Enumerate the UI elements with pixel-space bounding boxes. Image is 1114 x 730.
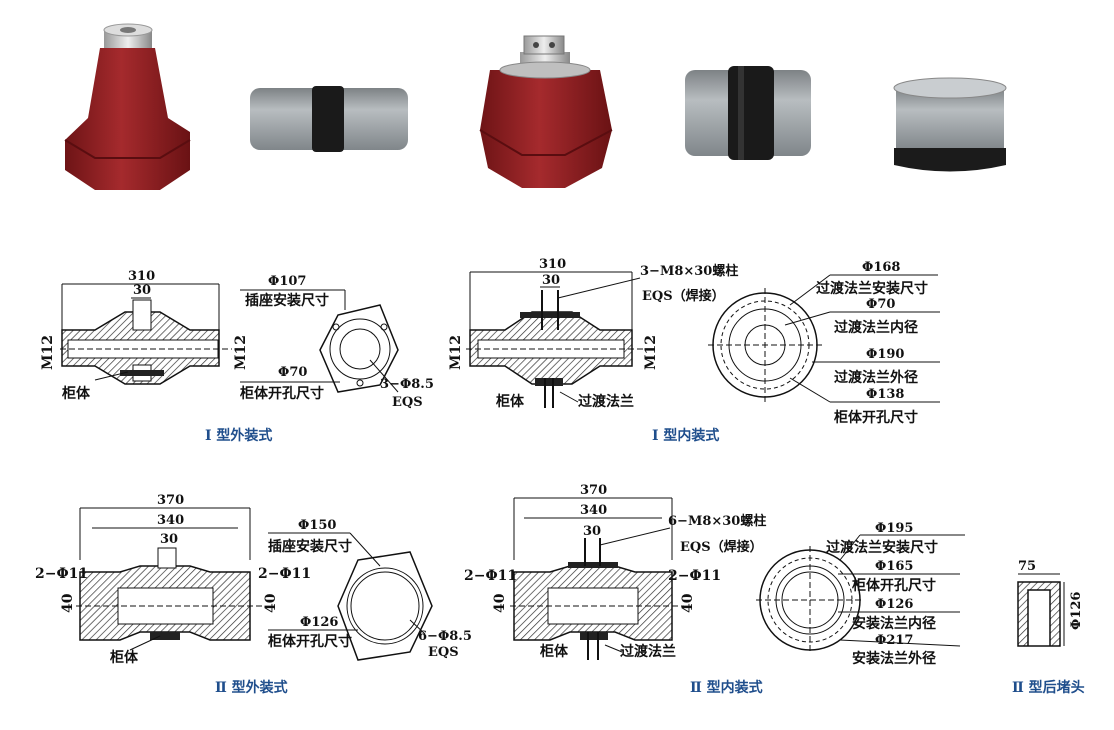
d2-m12-right: M12: [643, 335, 659, 370]
d2-flange-inner: 过渡法兰内径: [834, 319, 918, 336]
d3-cab-hole: 柜体开孔尺寸: [268, 633, 352, 650]
d3-h40-left: 40: [60, 593, 76, 613]
d4-caption: Ⅱ 型内装式: [690, 679, 763, 696]
d4-inst-outer: 安装法兰外径: [852, 650, 936, 667]
photo-grey-sleeve-thick-band: [685, 66, 811, 160]
d1-cabinet-label: 柜体: [62, 385, 91, 402]
d3-holes-left: 2−Φ11: [35, 566, 88, 582]
d5-phi126: Φ126: [1069, 592, 1084, 630]
photo-end-cap: [893, 77, 1007, 172]
photo-red-bushing-round-top: [64, 23, 191, 190]
d4-holes-left: 2−Φ11: [464, 568, 517, 584]
d1-m12-left: M12: [40, 335, 56, 370]
d1-phi107: Φ107: [268, 274, 306, 289]
d1-socket-size: 插座安装尺寸: [245, 292, 329, 309]
d1-eqs: EQS: [392, 395, 423, 410]
d4-holes-right: 2−Φ11: [668, 568, 721, 584]
d3-h40-right: 40: [263, 593, 279, 613]
d4-h40-left: 40: [492, 593, 508, 613]
d4-dim-30: 30: [583, 524, 601, 539]
d3-dim-370: 370: [157, 493, 184, 508]
d2-cab-hole: 柜体开孔尺寸: [834, 409, 918, 426]
d4-phi217: Φ217: [875, 633, 913, 648]
d3-socket-size: 插座安装尺寸: [268, 538, 352, 555]
d2-caption: Ⅰ 型内装式: [652, 427, 719, 444]
d3-dim-340: 340: [157, 513, 184, 528]
d2-eqs-weld: EQS（焊接）: [642, 288, 725, 304]
d4-cabinet-label: 柜体: [540, 643, 569, 660]
drawing-type2-rear-plug: 75 Φ126 Ⅱ 型后堵头: [1012, 559, 1085, 696]
photo-grey-sleeve-black-band: [250, 86, 408, 152]
d4-phi165: Φ165: [875, 559, 913, 574]
d3-phi126: Φ126: [300, 615, 338, 630]
photo-red-bushing-flat-terminal: [479, 35, 613, 188]
d1-holes: 3−Φ8.5: [380, 377, 434, 392]
d3-holes6: 6−Φ8.5: [418, 629, 472, 644]
d5-caption: Ⅱ 型后堵头: [1012, 679, 1085, 696]
d1-dim-30: 30: [133, 283, 151, 298]
d2-flange-outer: 过渡法兰外径: [834, 369, 918, 386]
d5-dim-75: 75: [1018, 559, 1036, 574]
d3-cabinet-label: 柜体: [110, 649, 139, 666]
d1-m12-right: M12: [233, 335, 249, 370]
drawing-type1-external: 310 30 M12 M12 柜体 Φ107 插座安装尺寸 Φ70 柜体开孔尺寸…: [40, 269, 434, 444]
d2-flange-install: 过渡法兰安装尺寸: [816, 280, 928, 297]
d2-dim-310: 310: [539, 257, 566, 272]
d2-cabinet-label: 柜体: [496, 393, 525, 410]
d2-phi168: Φ168: [862, 260, 900, 275]
d2-dim-30: 30: [542, 273, 560, 288]
d1-phi70: Φ70: [278, 365, 307, 380]
d4-dim-340: 340: [580, 503, 607, 518]
d4-dim-370: 370: [580, 483, 607, 498]
drawing-type1-internal: 310 30 M12 M12 3−M8×30螺柱 EQS（焊接） 柜体 过渡法兰…: [448, 257, 940, 444]
d2-bolt: 3−M8×30螺柱: [640, 263, 738, 279]
d1-dim-310: 310: [128, 269, 155, 284]
d4-h40-right: 40: [680, 593, 696, 613]
d1-cab-hole: 柜体开孔尺寸: [240, 385, 324, 402]
d4-phi126: Φ126: [875, 597, 913, 612]
d4-phi195: Φ195: [875, 521, 913, 536]
d3-caption: Ⅱ 型外装式: [215, 679, 288, 696]
d2-phi138: Φ138: [866, 387, 904, 402]
d4-flange-label: 过渡法兰: [620, 643, 676, 660]
d4-eqs-weld: EQS（焊接）: [680, 539, 763, 555]
d4-bolt: 6−M8×30螺柱: [668, 513, 766, 529]
d2-phi190: Φ190: [866, 347, 904, 362]
drawing-type2-external: 370 340 30 2−Φ11 2−Φ11 40 40 柜体 Φ150 插座安…: [35, 493, 472, 696]
d4-cab-hole: 柜体开孔尺寸: [852, 577, 936, 594]
d2-phi70: Φ70: [866, 297, 895, 312]
d3-eqs: EQS: [428, 645, 459, 660]
d3-dim-30: 30: [160, 532, 178, 547]
drawing-type2-internal: 370 340 30 2−Φ11 2−Φ11 40 40 6−M8×30螺柱 E…: [464, 483, 965, 696]
d2-m12-left: M12: [448, 335, 464, 370]
d1-caption: Ⅰ 型外装式: [205, 427, 272, 444]
d3-holes-right: 2−Φ11: [258, 566, 311, 582]
d4-flange-install: 过渡法兰安装尺寸: [826, 539, 938, 556]
d3-phi150: Φ150: [298, 518, 336, 533]
d2-flange-label: 过渡法兰: [578, 393, 634, 410]
d4-inst-inner: 安装法兰内径: [852, 615, 936, 632]
